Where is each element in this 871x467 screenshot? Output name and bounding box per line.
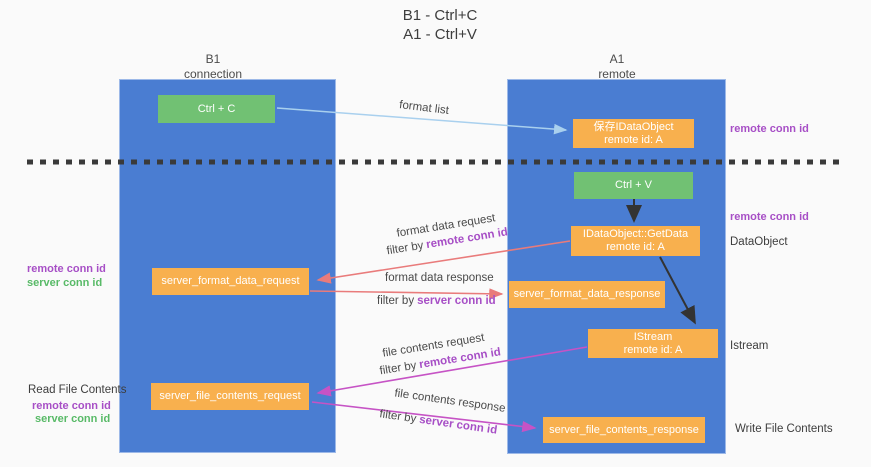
filter-by-text: filter by (378, 359, 418, 378)
label-format-data-response: format data response (385, 272, 494, 284)
node-ctrl-c: Ctrl + C (158, 95, 275, 123)
node-save-idataobject-line1: 保存IDataObject (593, 120, 674, 133)
annotation-write-file-contents: Write File Contents (735, 423, 833, 435)
lane-header-b1: B1 connection (153, 52, 273, 82)
diagram-title-line2: A1 - Ctrl+V (403, 26, 477, 43)
diagram-title: B1 - Ctrl+C A1 - Ctrl+V (295, 6, 585, 44)
label-file-contents-response-filter: filter byserver conn id (378, 408, 498, 436)
diagram-title-line1: B1 - Ctrl+C (402, 7, 478, 24)
label-file-contents-response: file contents response (393, 387, 507, 415)
server-conn-id-highlight: server conn id (417, 295, 496, 307)
annotation-read-file-contents: Read File Contents (28, 384, 127, 396)
lane-a1-name: A1 (609, 52, 625, 66)
lane-header-a1: A1 remote (557, 52, 677, 82)
node-idataobject-getdata: IDataObject::GetData remote id: A (571, 226, 700, 256)
label-format-list: format list (398, 99, 450, 117)
node-istream: IStream remote id: A (588, 329, 718, 358)
annotation-istream: Istream (730, 340, 769, 352)
lane-a1-role: remote (598, 67, 636, 81)
annotation-left-remote-conn-id-bottom: remote conn id (32, 400, 111, 412)
annotation-left-remote-conn-id-mid: remote conn id (27, 263, 106, 275)
node-ctrl-v: Ctrl + V (574, 172, 693, 199)
node-server-file-contents-response: server_file_contents_response (543, 417, 705, 443)
filter-by-text: filter by (378, 408, 418, 426)
filter-by-text: filter by (377, 295, 415, 307)
arrow-format-data-response (309, 288, 504, 300)
server-conn-id-highlight: server conn id (418, 413, 498, 437)
node-save-idataobject-line2: remote id: A (604, 133, 663, 146)
node-server-format-data-response: server_format_data_response (509, 281, 665, 308)
lane-b1-role: connection (183, 67, 243, 81)
node-server-file-contents-request: server_file_contents_request (151, 383, 309, 410)
annotation-dataobject: DataObject (730, 236, 788, 248)
annotation-remote-conn-id-mid: remote conn id (730, 211, 809, 223)
node-save-idataobject: 保存IDataObject remote id: A (573, 119, 694, 148)
node-istream-line1: IStream (633, 330, 673, 343)
lane-b1-name: B1 (205, 52, 221, 66)
filter-by-text: filter by (385, 239, 425, 258)
node-istream-line2: remote id: A (623, 343, 683, 356)
annotation-remote-conn-id-top: remote conn id (730, 123, 809, 135)
annotation-left-server-conn-id-mid: server conn id (27, 277, 103, 289)
node-idataobject-getdata-line1: IDataObject::GetData (582, 228, 689, 240)
node-server-format-data-request: server_format_data_request (152, 268, 309, 295)
node-idataobject-getdata-line2: remote id: A (606, 241, 665, 253)
annotation-left-server-conn-id-bottom: server conn id (35, 413, 111, 425)
